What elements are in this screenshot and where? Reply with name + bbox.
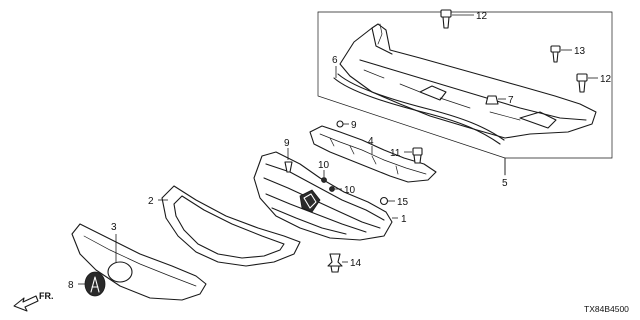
callout-11: 11 <box>390 148 401 159</box>
callout-14: 14 <box>350 258 362 269</box>
callout-2: 2 <box>148 196 154 207</box>
fastener-13 <box>550 45 572 63</box>
upper-cover-part-5 <box>339 23 597 139</box>
seal-strip-part-6 <box>333 66 505 145</box>
callout-10-upper: 10 <box>318 160 330 171</box>
callout-15: 15 <box>397 197 409 208</box>
clip-15 <box>379 196 395 206</box>
callout-5: 5 <box>502 178 508 189</box>
callout-3: 3 <box>111 222 117 233</box>
fastener-12-top <box>440 9 474 29</box>
callout-9-lower: 9 <box>284 138 290 149</box>
emblem-base-part-3 <box>71 223 207 301</box>
clip-9-lower <box>284 148 293 173</box>
callout-1: 1 <box>401 214 407 225</box>
front-direction-arrow: FR. <box>13 291 54 312</box>
callout-10-lower: 10 <box>344 185 356 196</box>
callout-13: 13 <box>574 46 586 57</box>
clip-10-upper <box>321 170 327 183</box>
clip-7 <box>485 95 506 105</box>
bolt-11 <box>404 147 423 164</box>
callout-12-right: 12 <box>600 74 612 85</box>
callout-4: 4 <box>368 136 374 147</box>
callout-6: 6 <box>332 55 338 66</box>
clip-14 <box>327 253 348 273</box>
emblem-part-8 <box>78 271 106 297</box>
diagram-code: TX84B4500 <box>584 304 629 314</box>
grille-molding-part-2 <box>161 185 301 267</box>
callout-12-top: 12 <box>476 11 488 22</box>
center-bracket-part-4 <box>309 125 437 183</box>
fastener-12-right <box>576 73 598 93</box>
front-direction-label: FR. <box>39 291 54 301</box>
callout-8: 8 <box>68 280 74 291</box>
clip-9-upper <box>336 120 349 128</box>
callout-9-upper: 9 <box>351 120 357 131</box>
front-grille-part-1 <box>253 151 393 241</box>
callout-7: 7 <box>508 95 514 106</box>
clip-10-lower <box>329 186 342 192</box>
